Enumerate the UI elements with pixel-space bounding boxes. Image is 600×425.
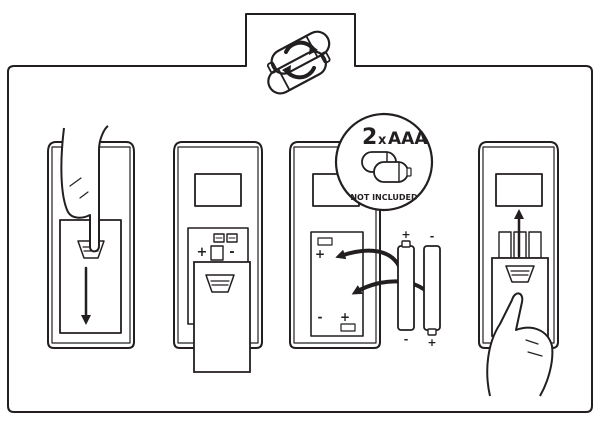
polarity-minus: - bbox=[318, 310, 323, 324]
curved-arrow-icon bbox=[335, 248, 402, 270]
step-1-remote bbox=[47, 125, 135, 349]
outer-frame bbox=[7, 13, 593, 413]
replace-batteries-icon bbox=[266, 30, 331, 95]
battery-multiplier: x bbox=[378, 133, 387, 148]
curved-arrow-icon bbox=[351, 279, 434, 300]
not-included-note: NOT INCLUDED bbox=[350, 193, 418, 202]
display-window bbox=[194, 173, 242, 207]
aaa-battery-icon bbox=[361, 151, 412, 183]
compartment-spring bbox=[213, 233, 238, 243]
grip-icon bbox=[505, 265, 535, 283]
hand-icon bbox=[60, 125, 109, 253]
battery-compartment bbox=[310, 231, 364, 337]
step-2-remote: + - bbox=[173, 141, 263, 373]
refresh-icon bbox=[282, 40, 318, 80]
display-window bbox=[495, 173, 543, 207]
battery-type: AAA bbox=[388, 129, 428, 149]
polarity-plus: + bbox=[401, 228, 410, 241]
battery-requirement-callout: 2 x AAA NOT INCLUDED bbox=[334, 112, 434, 212]
hand-icon bbox=[486, 292, 554, 397]
polarity-plus: + bbox=[340, 310, 350, 324]
battery-quantity: 2 bbox=[362, 125, 377, 150]
polarity-minus: - bbox=[229, 245, 234, 260]
polarity-plus: + bbox=[427, 336, 436, 349]
polarity-minus: - bbox=[404, 333, 409, 346]
battery-cover bbox=[193, 261, 251, 373]
step-4-remote bbox=[478, 141, 559, 397]
polarity-minus: - bbox=[430, 230, 435, 243]
polarity-plus: + bbox=[197, 245, 208, 260]
polarity-plus: + bbox=[315, 247, 325, 261]
battery-cover bbox=[59, 219, 122, 334]
grip-icon bbox=[205, 274, 235, 293]
loose-batteries: + - - + bbox=[397, 228, 441, 349]
